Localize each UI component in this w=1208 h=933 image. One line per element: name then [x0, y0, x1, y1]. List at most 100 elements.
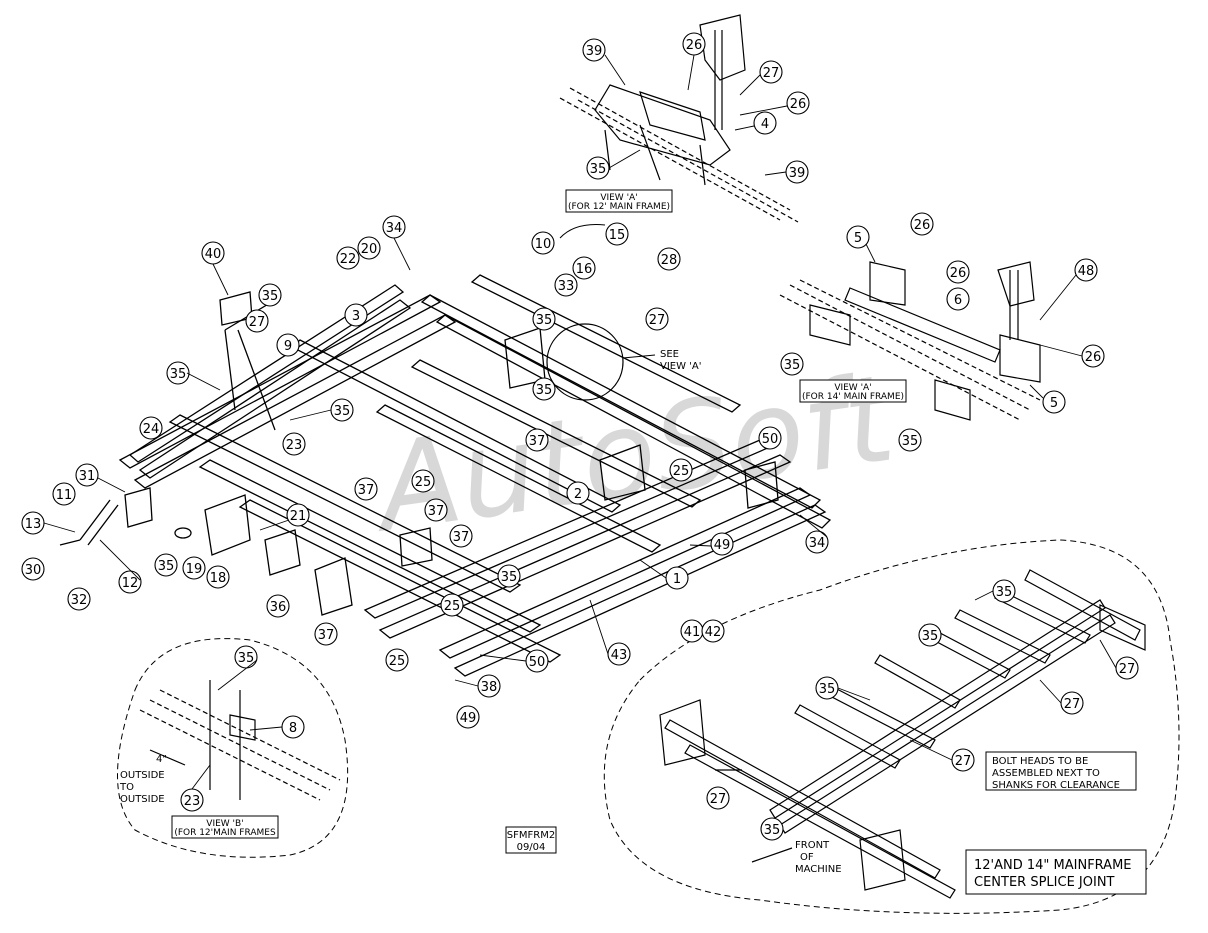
- part-bubble: [276, 333, 300, 357]
- part-bubble: [440, 593, 464, 617]
- part-bubble: [910, 212, 934, 236]
- part-bubble: [21, 557, 45, 581]
- part-number: 35: [238, 651, 255, 666]
- part-number: 26: [950, 266, 967, 281]
- part-number: 50: [529, 655, 546, 670]
- part-bubble: [846, 225, 870, 249]
- part-number: 33: [558, 279, 575, 294]
- part-number: 27: [710, 792, 727, 807]
- dimension-line2: TO: [119, 782, 134, 793]
- part-number: 27: [1119, 662, 1136, 677]
- front-label-line3: MACHINE: [795, 864, 842, 875]
- part-bubble: [753, 111, 777, 135]
- part-bubble: [354, 477, 378, 501]
- part-bubble: [918, 623, 942, 647]
- part-number: 28: [661, 253, 678, 268]
- view-a-12-detail: [559, 14, 799, 223]
- part-bubble: [1074, 258, 1098, 282]
- part-number: 27: [955, 754, 972, 769]
- part-bubble: [759, 60, 783, 84]
- part-bubble: [780, 352, 804, 376]
- part-number: 35: [536, 383, 553, 398]
- part-bubble: [946, 287, 970, 311]
- part-number: 23: [184, 794, 201, 809]
- part-number: 49: [460, 711, 477, 726]
- part-number: 39: [789, 166, 806, 181]
- part-numbers: 39 26 27 26 4 35 39 10 15 16 28 33 35 27…: [25, 38, 1136, 838]
- splice-title-box: [965, 849, 1147, 895]
- view-b-line2: (FOR 12'MAIN FRAMES: [174, 828, 276, 838]
- part-number: 35: [922, 629, 939, 644]
- dimension-line1: OUTSIDE: [120, 770, 165, 781]
- part-bubble: [154, 553, 178, 577]
- part-number: 37: [318, 628, 335, 643]
- part-number: 27: [649, 313, 666, 328]
- part-bubble: [67, 587, 91, 611]
- part-bubble: [605, 222, 629, 246]
- part-bubble: [456, 705, 480, 729]
- view-a-14-label-box: [799, 379, 907, 403]
- splice-title-line2: CENTER SPLICE JOINT: [974, 875, 1115, 890]
- part-number: 13: [25, 517, 42, 532]
- part-bubble: [344, 303, 368, 327]
- part-bubble: [669, 458, 693, 482]
- bolt-note-line2: ASSEMBLED NEXT TO: [992, 768, 1100, 779]
- part-number: 50: [762, 432, 779, 447]
- part-number: 21: [290, 509, 307, 524]
- part-number: 36: [270, 600, 287, 615]
- part-number: 12: [122, 576, 139, 591]
- part-number: 37: [358, 483, 375, 498]
- part-number: 27: [249, 315, 266, 330]
- bolt-note-line1: BOLT HEADS TO BE: [992, 756, 1088, 767]
- part-number: 11: [56, 488, 73, 503]
- part-bubble: [282, 432, 306, 456]
- part-number: 38: [481, 680, 498, 695]
- part-number: 35: [764, 823, 781, 838]
- part-number: 35: [536, 313, 553, 328]
- part-number: 37: [453, 530, 470, 545]
- part-number: 25: [415, 475, 432, 490]
- part-number: 35: [590, 162, 607, 177]
- part-bubble: [139, 416, 163, 440]
- part-number: 3: [352, 309, 360, 324]
- part-bubble: [286, 503, 310, 527]
- part-bubble: [182, 556, 206, 580]
- part-number: 27: [763, 66, 780, 81]
- part-bubble: [760, 817, 784, 841]
- part-number: 2: [574, 487, 582, 502]
- part-bubble: [786, 91, 810, 115]
- part-number: 49: [714, 538, 731, 553]
- dimension-value: 4": [156, 754, 167, 765]
- part-number: 24: [143, 422, 160, 437]
- part-bubble: [554, 273, 578, 297]
- part-bubble: [701, 619, 725, 643]
- part-number: 26: [914, 218, 931, 233]
- part-bubble: [582, 38, 606, 62]
- part-number: 32: [71, 593, 88, 608]
- part-bubble: [657, 247, 681, 271]
- part-number: 34: [386, 221, 403, 236]
- part-bubble: [206, 565, 230, 589]
- part-bubble: [1042, 390, 1066, 414]
- part-number: 48: [1078, 264, 1095, 279]
- part-bubble: [898, 428, 922, 452]
- part-bubble: [572, 256, 596, 280]
- part-bubble: [266, 594, 290, 618]
- part-number: 35: [158, 559, 175, 574]
- part-number: 25: [444, 599, 461, 614]
- front-label-line2: OF: [800, 852, 814, 863]
- part-number: 31: [79, 469, 96, 484]
- view-b-label-box: [171, 815, 279, 839]
- part-number: 18: [210, 571, 227, 586]
- part-number: 25: [673, 464, 690, 479]
- view-a-14-line2: (FOR 14' MAIN FRAME): [802, 392, 904, 402]
- part-number: 9: [284, 339, 292, 354]
- see-view-a-line2: VIEW 'A': [660, 361, 702, 372]
- part-number: 40: [205, 247, 222, 262]
- part-number: 5: [1050, 396, 1058, 411]
- part-number: 8: [289, 721, 297, 736]
- part-number: 23: [286, 438, 303, 453]
- part-bubbles: [21, 32, 1139, 841]
- dimension-line3: OUTSIDE: [120, 794, 165, 805]
